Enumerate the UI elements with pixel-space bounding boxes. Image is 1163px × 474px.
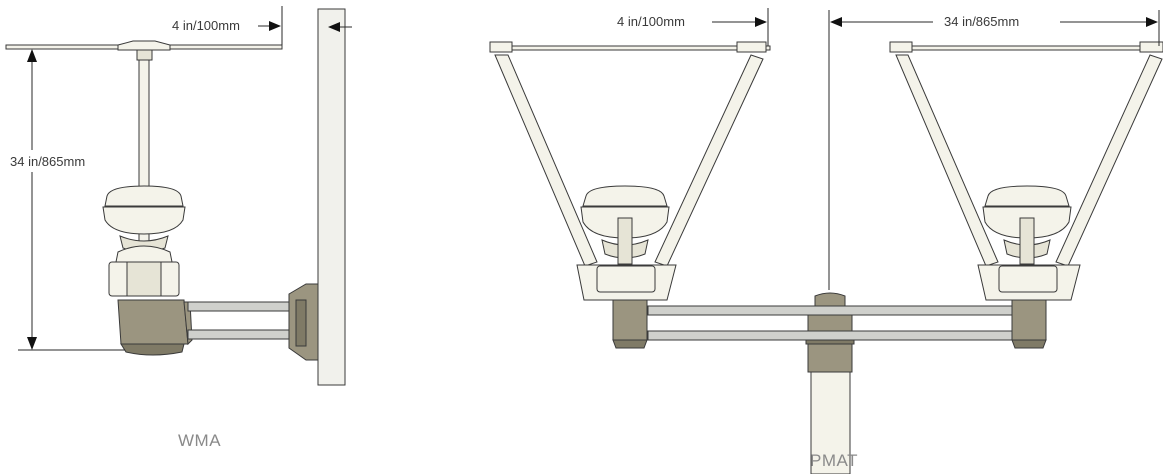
pmat-left-unit	[489, 41, 771, 349]
pmat-figure: 4 in/100mm 34 in/865mm PMAT	[489, 8, 1163, 474]
wma-antenna-bar	[5, 40, 283, 61]
pmat-spacing-dimension: 34 in/865mm	[828, 10, 1160, 290]
wma-figure: 34 in/865mm 4 in/100mm WMA	[5, 6, 352, 450]
wma-dim-vertical-label: 34 in/865mm	[10, 154, 85, 169]
pmat-dim-spacing-label: 34 in/865mm	[944, 14, 1019, 29]
pmat-pole	[805, 292, 855, 474]
wma-dim-offset-label: 4 in/100mm	[172, 18, 240, 33]
wma-arm-upper	[187, 301, 291, 312]
wma-arm-lower	[187, 329, 291, 340]
wma-sensor-housing	[102, 185, 186, 297]
wma-vertical-dimension: 34 in/865mm	[10, 49, 125, 351]
pmat-right-unit	[889, 41, 1163, 349]
wma-caption: WMA	[178, 431, 221, 450]
wall-plate	[317, 8, 346, 386]
pmat-dim-offset-label: 4 in/100mm	[617, 14, 685, 29]
pmat-offset-dimension: 4 in/100mm	[617, 8, 769, 46]
pmat-arm-lower	[647, 330, 1015, 341]
wma-elbow-bracket	[117, 299, 193, 356]
wma-offset-dimension: 4 in/100mm	[172, 6, 352, 45]
wma-wall-bracket	[288, 283, 319, 361]
pmat-arm-upper	[647, 305, 1015, 316]
pmat-caption: PMAT	[810, 451, 858, 470]
